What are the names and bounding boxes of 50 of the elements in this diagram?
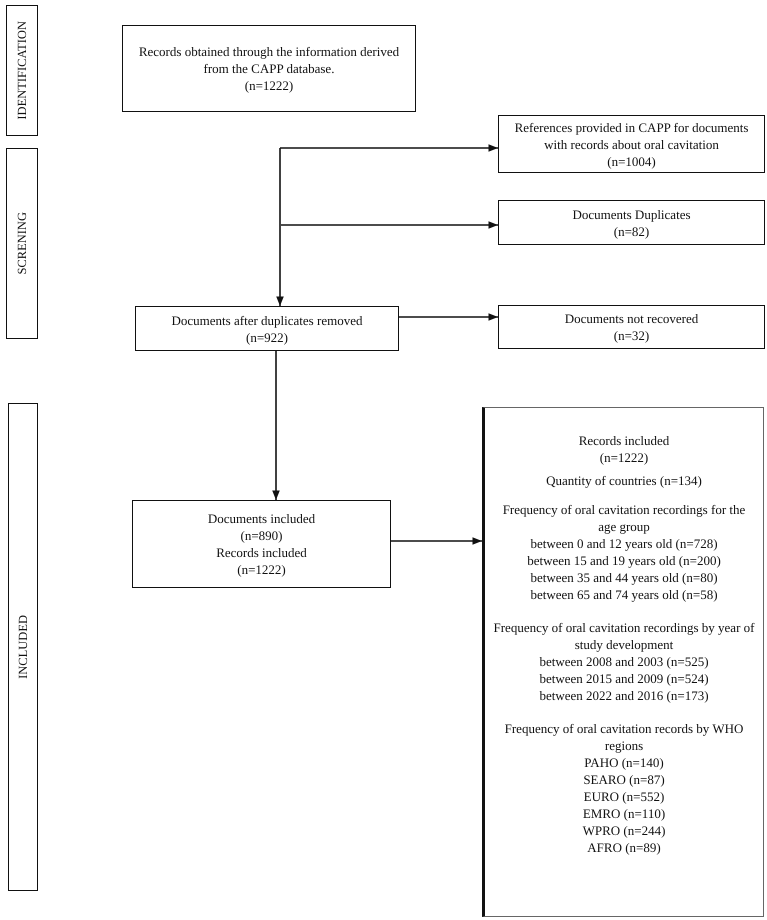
box-text: (n=890) bbox=[240, 527, 282, 544]
box-text: Frequency of oral cavitation records by WHO regions bbox=[504, 720, 744, 754]
box-text: References provided in CAPP for documents with records about oral cavitation bbox=[514, 118, 750, 152]
arrow bbox=[281, 221, 498, 229]
arrow bbox=[391, 537, 482, 545]
box-text: between 2008 and 2003 (n=525) bbox=[539, 653, 709, 670]
stage-band bbox=[8, 403, 38, 891]
box-text: EURO (n=552) bbox=[584, 788, 664, 805]
process-box bbox=[122, 25, 416, 112]
process-box bbox=[498, 115, 765, 173]
process-box bbox=[498, 305, 765, 349]
box-text: between 15 and 19 years old (n=200) bbox=[527, 552, 721, 569]
stage-band bbox=[6, 148, 38, 339]
box-text: PAHO (n=140) bbox=[584, 754, 664, 771]
box-text: between 65 and 74 years old (n=58) bbox=[530, 586, 718, 603]
summary-box bbox=[482, 407, 764, 917]
box-text: (n=82) bbox=[614, 222, 650, 240]
process-box bbox=[135, 306, 399, 351]
arrow bbox=[272, 351, 280, 500]
stage-label: INCLUDED bbox=[16, 615, 30, 679]
box-text: (n=1222) bbox=[244, 77, 294, 94]
box-text: WPRO (n=244) bbox=[582, 822, 666, 839]
box-text: (n=1222) bbox=[237, 561, 286, 578]
box-text: (n=922) bbox=[246, 328, 288, 346]
box-text: AFRO (n=89) bbox=[587, 839, 661, 856]
box-text: (n=32) bbox=[614, 327, 650, 344]
box-text: between 0 and 12 years old (n=728) bbox=[530, 535, 718, 552]
stage-label: SCRENING bbox=[14, 212, 30, 275]
arrow bbox=[280, 144, 498, 152]
stage-band bbox=[6, 5, 38, 136]
box-text: SEARO (n=87) bbox=[583, 771, 665, 788]
box-text: Documents included bbox=[208, 510, 316, 527]
box-text: Records included bbox=[578, 432, 670, 449]
box-text: between 2022 and 2016 (n=173) bbox=[539, 687, 709, 704]
stage-label: IDENTIFICATION bbox=[14, 21, 30, 120]
process-box bbox=[498, 200, 765, 245]
box-text: Documents after duplicates removed bbox=[172, 312, 362, 328]
box-text: Documents Duplicates bbox=[572, 206, 691, 222]
box-text: (n=1004) bbox=[607, 152, 656, 170]
arrow bbox=[276, 148, 284, 306]
box-text: (n=1222) bbox=[600, 449, 648, 466]
box-text: Documents not recovered bbox=[564, 310, 698, 327]
box-text: EMRO (n=110) bbox=[582, 805, 666, 822]
process-box bbox=[132, 500, 391, 588]
box-text: between 35 and 44 years old (n=80) bbox=[530, 569, 718, 586]
box-text: Records included bbox=[216, 544, 307, 561]
arrow bbox=[399, 313, 498, 321]
box-text: Records obtained through the information derived from the CAPP database. bbox=[138, 43, 400, 77]
box-text: between 2015 and 2009 (n=524) bbox=[539, 670, 709, 687]
box-text: Quantity of countries (n=134) bbox=[546, 472, 702, 489]
